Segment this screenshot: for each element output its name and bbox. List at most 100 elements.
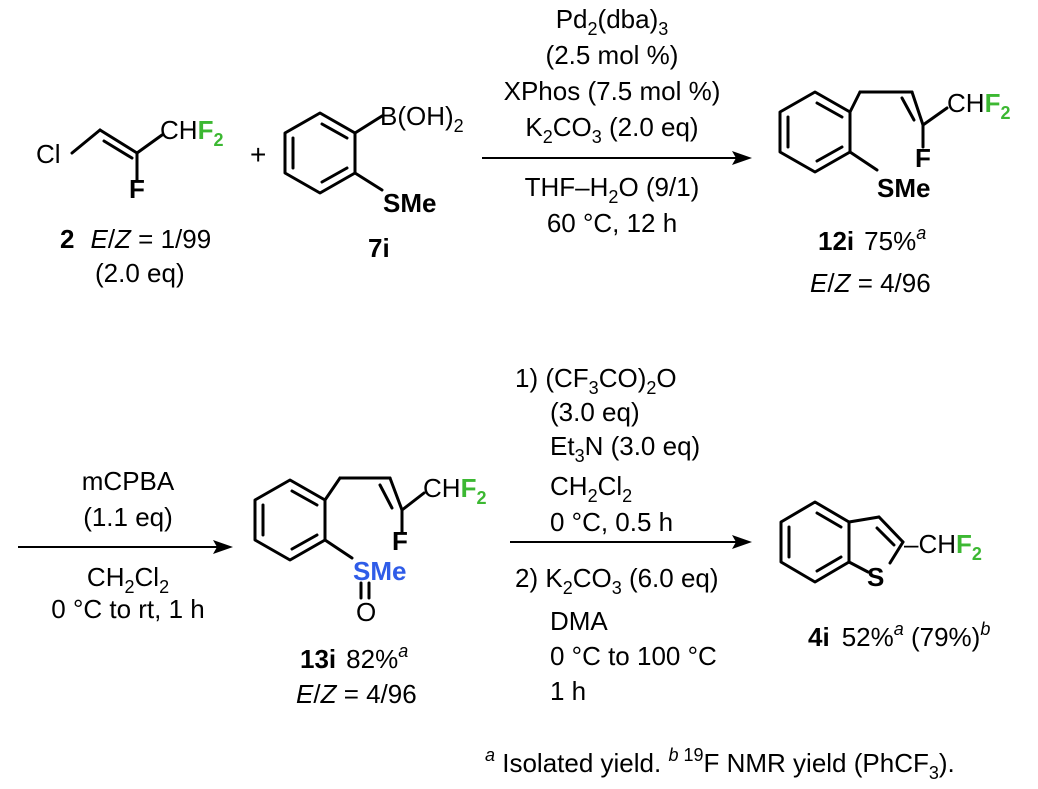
sme-label: SMe: [877, 173, 930, 203]
temperature-label-2: 0 °C to 100 °C: [550, 641, 717, 671]
text-fragment: Cl: [598, 471, 623, 501]
text-fragment: 52%: [842, 622, 894, 652]
boron-group: B(OH): [380, 101, 454, 131]
fluorine-label: F: [392, 526, 408, 556]
ratio-e: E: [90, 224, 108, 254]
text-fragment: Isolated yield.: [495, 748, 668, 778]
compound-number: 2: [60, 224, 74, 254]
text-fragment: CH: [550, 471, 588, 501]
arrow-head-2: [213, 540, 233, 554]
catalyst-loading: (2.5 mol %): [546, 40, 679, 70]
text-fragment: 12i: [818, 226, 854, 256]
text-fragment: 19: [678, 745, 703, 765]
solvent-label: CH2Cl2: [550, 471, 632, 506]
text-fragment: 2: [124, 577, 134, 597]
text-fragment: 3: [592, 127, 602, 147]
text-fragment: 4i: [808, 622, 830, 652]
text-fragment: 3: [658, 19, 668, 39]
ratio-12i-label: E/Z = 4/96: [810, 268, 931, 298]
text-fragment: = 4/96: [336, 679, 416, 709]
text-fragment: (dba): [598, 4, 659, 34]
text-fragment: CH: [947, 88, 985, 118]
f2-subscript: 2: [213, 130, 223, 150]
text-fragment: F: [461, 473, 477, 503]
fluorine-label: F: [915, 143, 931, 173]
base-label: K2CO3 (2.0 eq): [525, 112, 698, 147]
text-fragment: ).: [939, 748, 955, 778]
text-fragment: 75%: [864, 226, 916, 256]
text-fragment: E: [296, 679, 314, 709]
text-fragment: 1) (CF: [515, 363, 589, 393]
footnote: a Isolated yield. b 19F NMR yield (PhCF3…: [485, 745, 955, 783]
text-fragment: b: [668, 745, 678, 765]
difluoromethyl-label: CHF2: [423, 473, 486, 508]
difluoromethyl-label: –CHF2: [904, 529, 982, 564]
anhydride-label: 1) (CF3CO)2O: [515, 363, 677, 398]
boronic-acid-label: B(OH)2: [380, 101, 464, 136]
ratio-13i-label: E/Z = 4/96: [296, 679, 417, 709]
plus-sign: +: [250, 139, 266, 170]
oxidant-equiv: (1.1 eq): [83, 502, 173, 532]
text-fragment: 2: [543, 127, 553, 147]
text-fragment: a: [485, 745, 495, 765]
text-fragment: E: [810, 268, 828, 298]
f2-label: F: [198, 115, 214, 145]
ratio-z: Z: [114, 224, 132, 254]
text-fragment: CH: [423, 473, 461, 503]
text-fragment: a: [916, 223, 926, 243]
text-fragment: N (3.0 eq): [585, 431, 701, 461]
text-fragment: Et: [550, 431, 575, 461]
text-fragment: 3: [612, 578, 622, 598]
sulfoxide-label: SMe: [353, 556, 406, 586]
text-fragment: 2: [476, 488, 486, 508]
ratio-sep: /: [108, 224, 116, 254]
oxidant-label: mCPBA: [82, 466, 175, 496]
text-fragment: a: [894, 619, 904, 639]
oxygen-label: O: [356, 597, 376, 627]
arrow-head-1: [732, 151, 752, 165]
text-fragment: 2) K: [515, 563, 563, 593]
step2: mCPBA (1.1 eq) CH2Cl2 0 °C to rt, 1 h: [18, 466, 233, 624]
text-fragment: S: [353, 556, 370, 586]
temperature-time-label-1: 0 °C, 0.5 h: [550, 507, 673, 537]
text-fragment: THF–H: [525, 172, 609, 202]
text-fragment: 2: [646, 378, 656, 398]
arrow-head-3: [732, 535, 752, 549]
time-label-2: 1 h: [550, 676, 586, 706]
ch-label: CH: [160, 115, 198, 145]
text-fragment: 2: [972, 544, 982, 564]
fluorine-label: F: [129, 174, 145, 204]
text-fragment: Z: [320, 679, 338, 709]
chlorine-label: Cl: [36, 139, 61, 169]
text-fragment: CO: [553, 112, 592, 142]
text-fragment: 82%: [346, 644, 398, 674]
base-label: 2) K2CO3 (6.0 eq): [515, 563, 719, 598]
text-fragment: 13i: [300, 644, 336, 674]
reactant-7i: B(OH)2 SMe 7i: [283, 101, 464, 263]
text-fragment: 2: [563, 578, 573, 598]
text-fragment: 2: [588, 19, 598, 39]
text-fragment: 2: [588, 486, 598, 506]
difluoromethyl-label: CHF2: [160, 115, 223, 150]
step3: 1) (CF3CO)2O (3.0 eq) Et3N (3.0 eq) CH2C…: [510, 363, 752, 706]
compound-12i-label: 12i 75%a: [818, 223, 926, 256]
text-fragment: 2: [1000, 103, 1010, 123]
text-fragment: CO): [599, 363, 647, 393]
text-fragment: Me: [370, 556, 406, 586]
text-fragment: /: [313, 679, 321, 709]
text-fragment: 3: [929, 763, 939, 783]
solvent-label-2: DMA: [550, 606, 608, 636]
text-fragment: F NMR yield (PhCF: [704, 748, 929, 778]
text-fragment: O: [656, 363, 676, 393]
text-fragment: = 4/96: [850, 268, 930, 298]
text-fragment: 2: [159, 577, 169, 597]
temperature-time-label: 0 °C to rt, 1 h: [51, 594, 204, 624]
text-fragment: F: [956, 529, 972, 559]
text-fragment: Z: [834, 268, 852, 298]
text-fragment: 3: [575, 446, 585, 466]
text-fragment: CO: [573, 563, 612, 593]
